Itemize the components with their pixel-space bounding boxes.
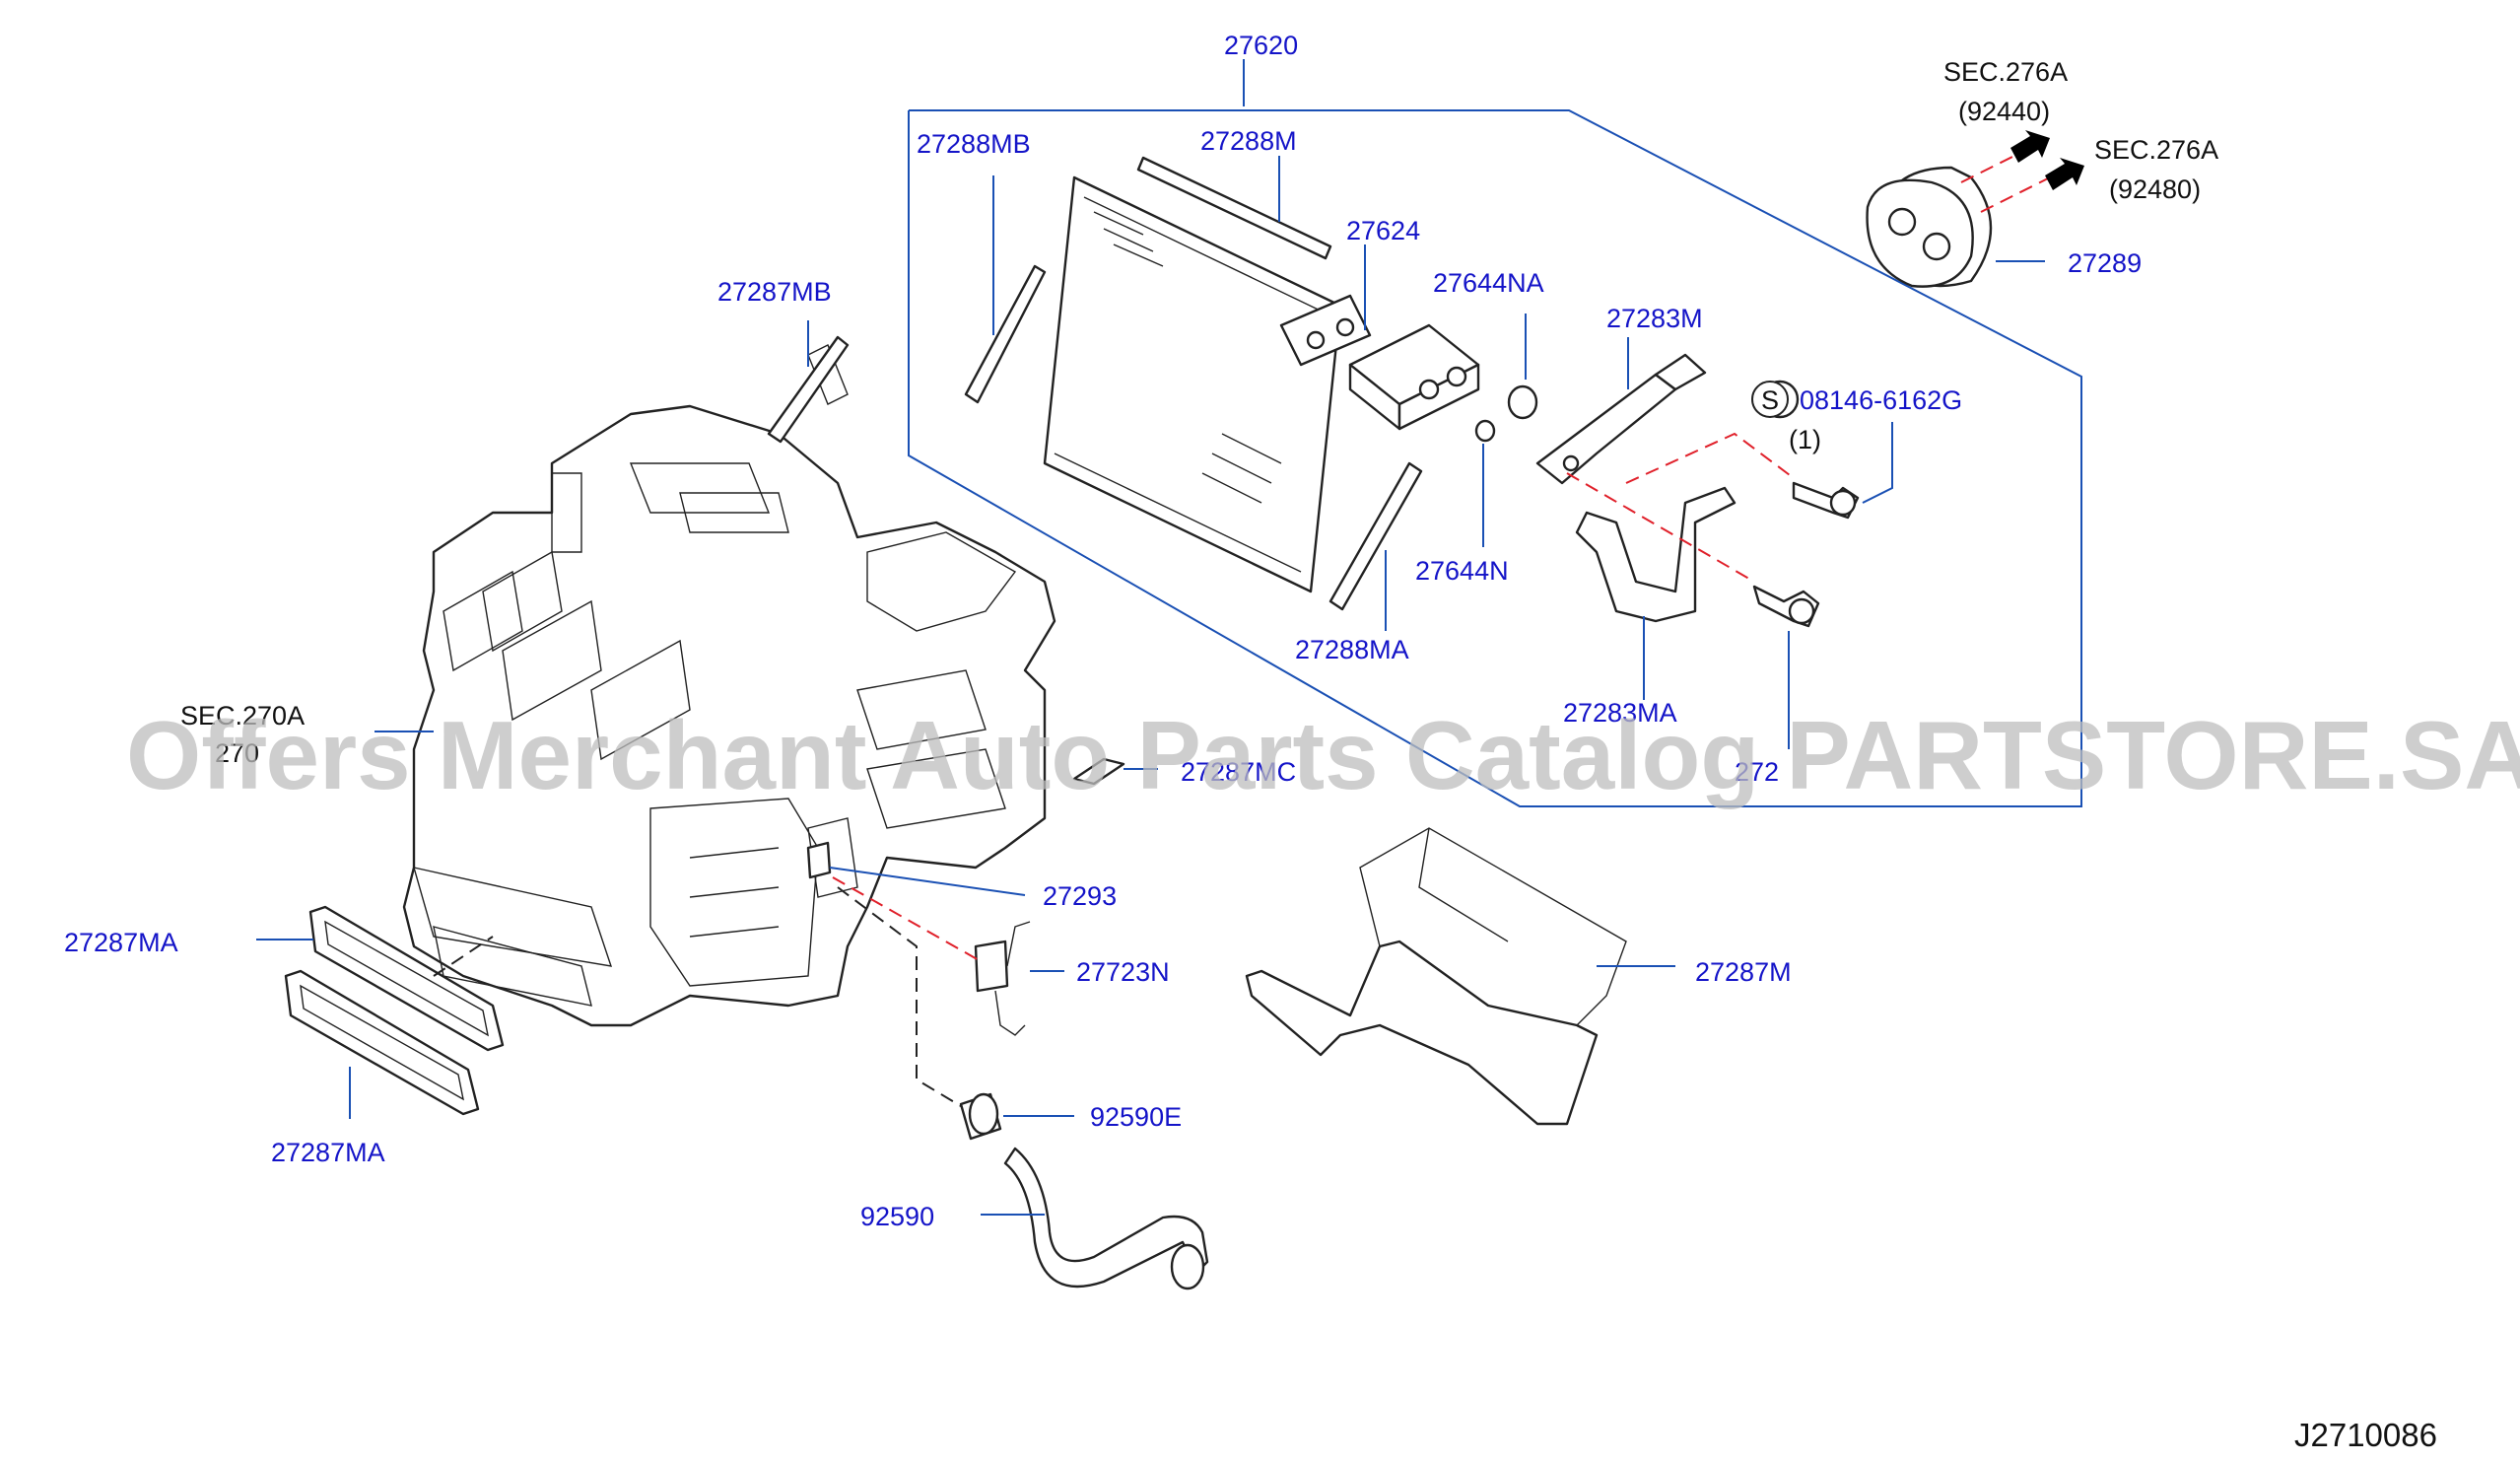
label-27283ma: 27283MA bbox=[1563, 698, 1677, 728]
label-27644n: 27644N bbox=[1415, 556, 1509, 586]
label-27283m: 27283M bbox=[1606, 304, 1703, 333]
label-27293: 27293 bbox=[1043, 881, 1117, 911]
grommet-27289 bbox=[1866, 130, 2084, 288]
watermark: Offers Merchant Auto Parts Catalog PARTS… bbox=[126, 701, 2520, 809]
label-27287mc: 27287MC bbox=[1181, 757, 1296, 787]
label-08146-qty: (1) bbox=[1789, 425, 1821, 454]
sensor-27293 bbox=[806, 841, 1026, 896]
drain-guide-line bbox=[837, 886, 967, 1110]
cover-27287m bbox=[1245, 827, 1675, 1126]
seal-27288mb bbox=[964, 175, 1047, 404]
label-27287ma-upper: 27287MA bbox=[64, 928, 178, 957]
label-27289: 27289 bbox=[2068, 248, 2142, 278]
pipe-27283ma bbox=[1575, 486, 1737, 700]
cooling-unit-housing bbox=[402, 344, 1056, 1027]
label-27287m: 27287M bbox=[1695, 957, 1792, 987]
evaporator-core bbox=[1043, 175, 1372, 593]
expansion-valve-27624 bbox=[1348, 244, 1480, 431]
assembly-line-bolt-a bbox=[1625, 432, 1795, 484]
label-08146-6162g: 08146-6162G bbox=[1800, 385, 1962, 415]
label-sec276a-1-ref: (92440) bbox=[1958, 97, 2050, 126]
label-27288mb: 27288MB bbox=[917, 129, 1031, 159]
bolt-27226 bbox=[1752, 585, 1820, 749]
o-rings-27644 bbox=[1474, 314, 1538, 547]
label-sec276a-2: SEC.276A bbox=[2094, 135, 2218, 165]
filter-27287ma-lower bbox=[284, 969, 480, 1119]
label-27287ma-lower: 27287MA bbox=[271, 1138, 385, 1167]
pipe-27283m bbox=[1535, 337, 1707, 485]
label-27287mb: 27287MB bbox=[717, 277, 832, 307]
label-27288ma: 27288MA bbox=[1295, 635, 1409, 664]
label-92590: 92590 bbox=[860, 1202, 934, 1231]
label-sec276a-2-ref: (92480) bbox=[2109, 174, 2201, 204]
screw-symbol-icon bbox=[1751, 381, 1789, 418]
label-sec270a-ref: 270 bbox=[215, 738, 259, 768]
label-92590e: 92590E bbox=[1090, 1102, 1182, 1132]
label-sec270a: SEC.270A bbox=[180, 701, 305, 731]
filter-27287ma-upper bbox=[256, 905, 505, 1052]
seal-27288ma bbox=[1328, 461, 1423, 631]
label-27288m: 27288M bbox=[1200, 126, 1297, 156]
clip-27287mc bbox=[1072, 757, 1158, 786]
label-27624: 27624 bbox=[1346, 216, 1420, 245]
diagram-id: J2710086 bbox=[2294, 1417, 2437, 1453]
drain-hose-92590 bbox=[981, 1147, 1209, 1290]
label-27226-partial: 272 bbox=[1735, 757, 1779, 787]
grommet-92590e bbox=[959, 1092, 1074, 1141]
seal-27288m bbox=[1136, 156, 1332, 260]
evaporator-group-outline bbox=[908, 59, 2082, 807]
label-sec276a-1: SEC.276A bbox=[1943, 57, 2068, 87]
label-27644na: 27644NA bbox=[1433, 268, 1544, 298]
filter-guide-line bbox=[433, 936, 494, 977]
label-27620: 27620 bbox=[1224, 31, 1298, 60]
assembly-line-bolt-b bbox=[1566, 472, 1755, 583]
thermistor-27723n bbox=[832, 876, 1064, 1036]
label-27723n: 27723N bbox=[1076, 957, 1170, 987]
screw-symbol-label: S bbox=[1761, 385, 1779, 415]
gasket-27287mb bbox=[767, 320, 850, 444]
